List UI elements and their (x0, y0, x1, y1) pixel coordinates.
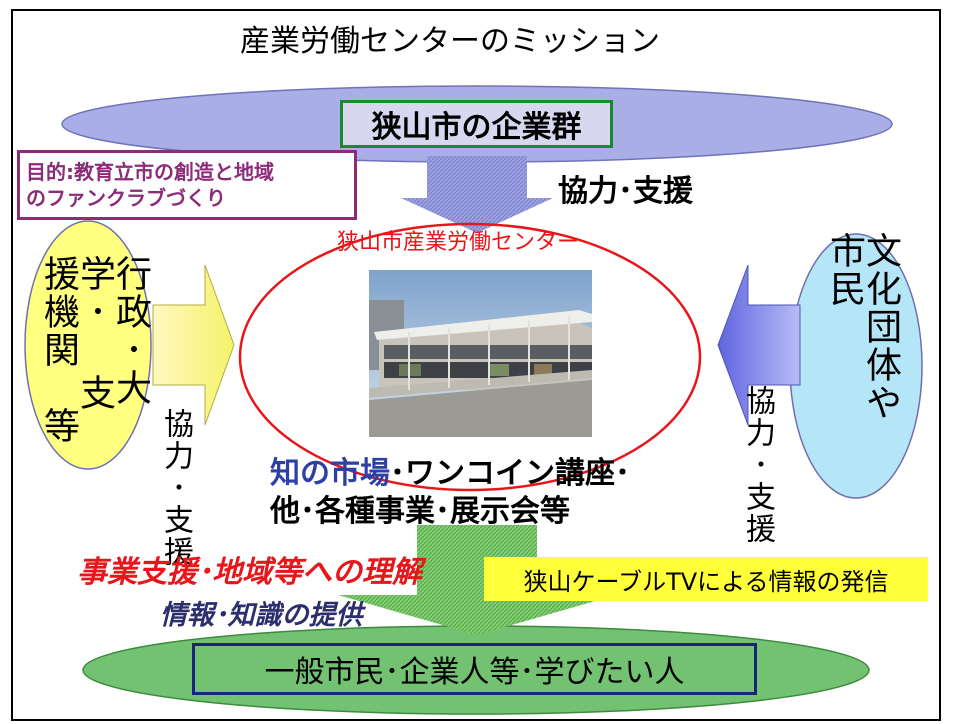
cooperation-left-label: 協力･支援 (158, 408, 193, 568)
events-highlight: 知の市場 (270, 456, 390, 491)
top-group-box: 狭山市の企業群 (340, 100, 613, 148)
left-arrow (152, 264, 235, 426)
cooperation-top-label: 協力･支援 (558, 174, 693, 209)
events-rest: ･ワンコイン講座･ (390, 456, 630, 491)
left-org-col-2: 支援機関 等 (38, 255, 115, 445)
right-org-col-1: 文化団体や (860, 232, 901, 422)
center-label: 狭山市産業労働センター (337, 230, 580, 255)
bottom-group-box: 一般市民･企業人等･学びたい人 (192, 643, 757, 695)
building-image (369, 270, 592, 437)
right-org-col-2: 市民 (824, 232, 865, 308)
events-text: 知の市場･ワンコイン講座･ 他･各種事業･展示会等 (270, 455, 630, 531)
purpose-box: 目的:教育立市の創造と地域 のファンクラブづくり (17, 150, 357, 220)
events-line-1: 知の市場･ワンコイン講座･ (270, 455, 630, 493)
right-org-label: 文化団体や 市民 (824, 232, 901, 472)
purpose-line-2: のファンクラブづくり (26, 186, 226, 210)
left-ellipse (24, 220, 152, 470)
right-arrow (717, 264, 801, 426)
tv-info-box: 狭山ケーブルTVによる情報の発信 (484, 557, 928, 601)
purpose-line-1: 目的:教育立市の創造と地域 (26, 160, 274, 184)
diagram-frame (11, 9, 941, 721)
center-ellipse (238, 222, 702, 492)
left-org-col-1: 行政･大学･ (74, 255, 151, 407)
events-line-2: 他･各種事業･展示会等 (270, 494, 570, 529)
business-support-label: 事業支援･地域等への理解 (77, 555, 422, 590)
lower-arrow (338, 525, 616, 635)
info-provision-label: 情報･知識の提供 (160, 600, 363, 631)
left-org-label: 行政･大学･ 支援機関 等 (38, 255, 151, 445)
page-title: 産業労働センターのミッション (240, 24, 660, 59)
down-arrow (401, 156, 553, 233)
cooperation-right-label: 協力･支援 (740, 385, 775, 545)
center-building-photo (369, 270, 592, 437)
